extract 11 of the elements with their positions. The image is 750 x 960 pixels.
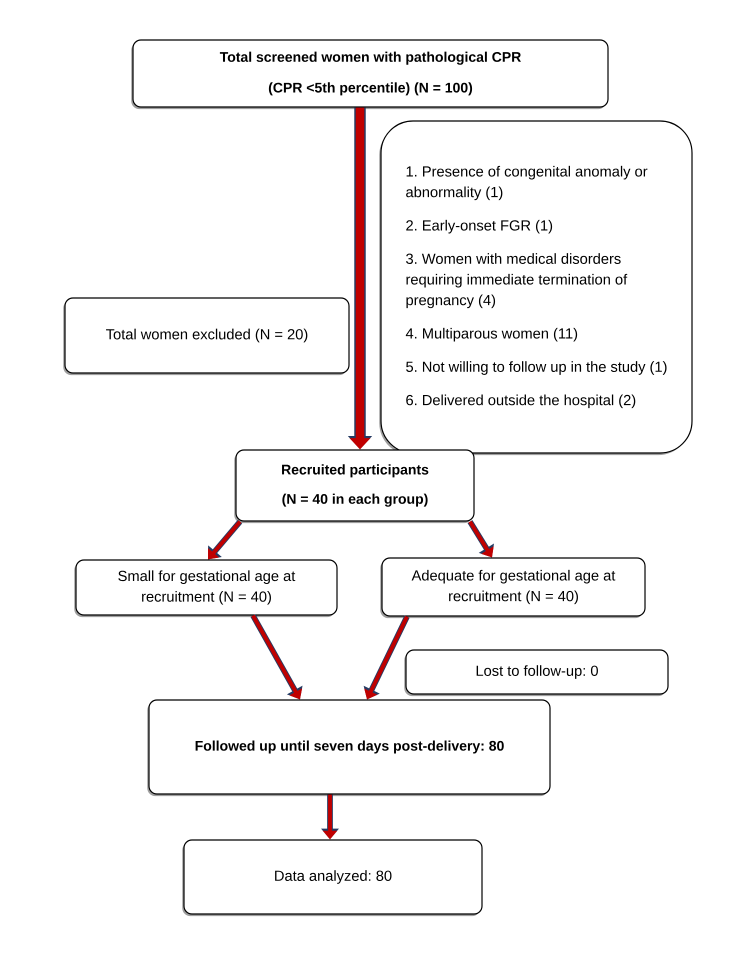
process-box: Recruited participants (N = 40 in each group) (234, 449, 475, 524)
process-box: Adequate for gestational age at recruitment (N = 40) (380, 557, 646, 618)
process-box: Small for gestational age at recruitment (N = 40) (74, 559, 338, 618)
list-box: 1. Presence of congenital anomaly or abnormality (1) 2. Early-onset FGR (1) 3. Women with medical disorders requiring immediate termination of pregnancy (4) 4. Multiparous women (11) 5. Not willing to follow up in the study (1) 6. Delivered outside the hospital (2) (379, 120, 693, 456)
arrow (208, 520, 242, 560)
process-box: Lost to follow-up: 0 (404, 649, 669, 696)
process-box: Total women excluded (N = 20) (63, 297, 350, 376)
process-box: Data analyzed: 80 (182, 839, 483, 916)
process-box: Total screened women with pathological CPR (CPR <5th percentile) (N = 100) (131, 39, 609, 110)
process-box: Followed up until seven days post-delivery: 80 (147, 699, 551, 796)
arrow (468, 520, 494, 558)
